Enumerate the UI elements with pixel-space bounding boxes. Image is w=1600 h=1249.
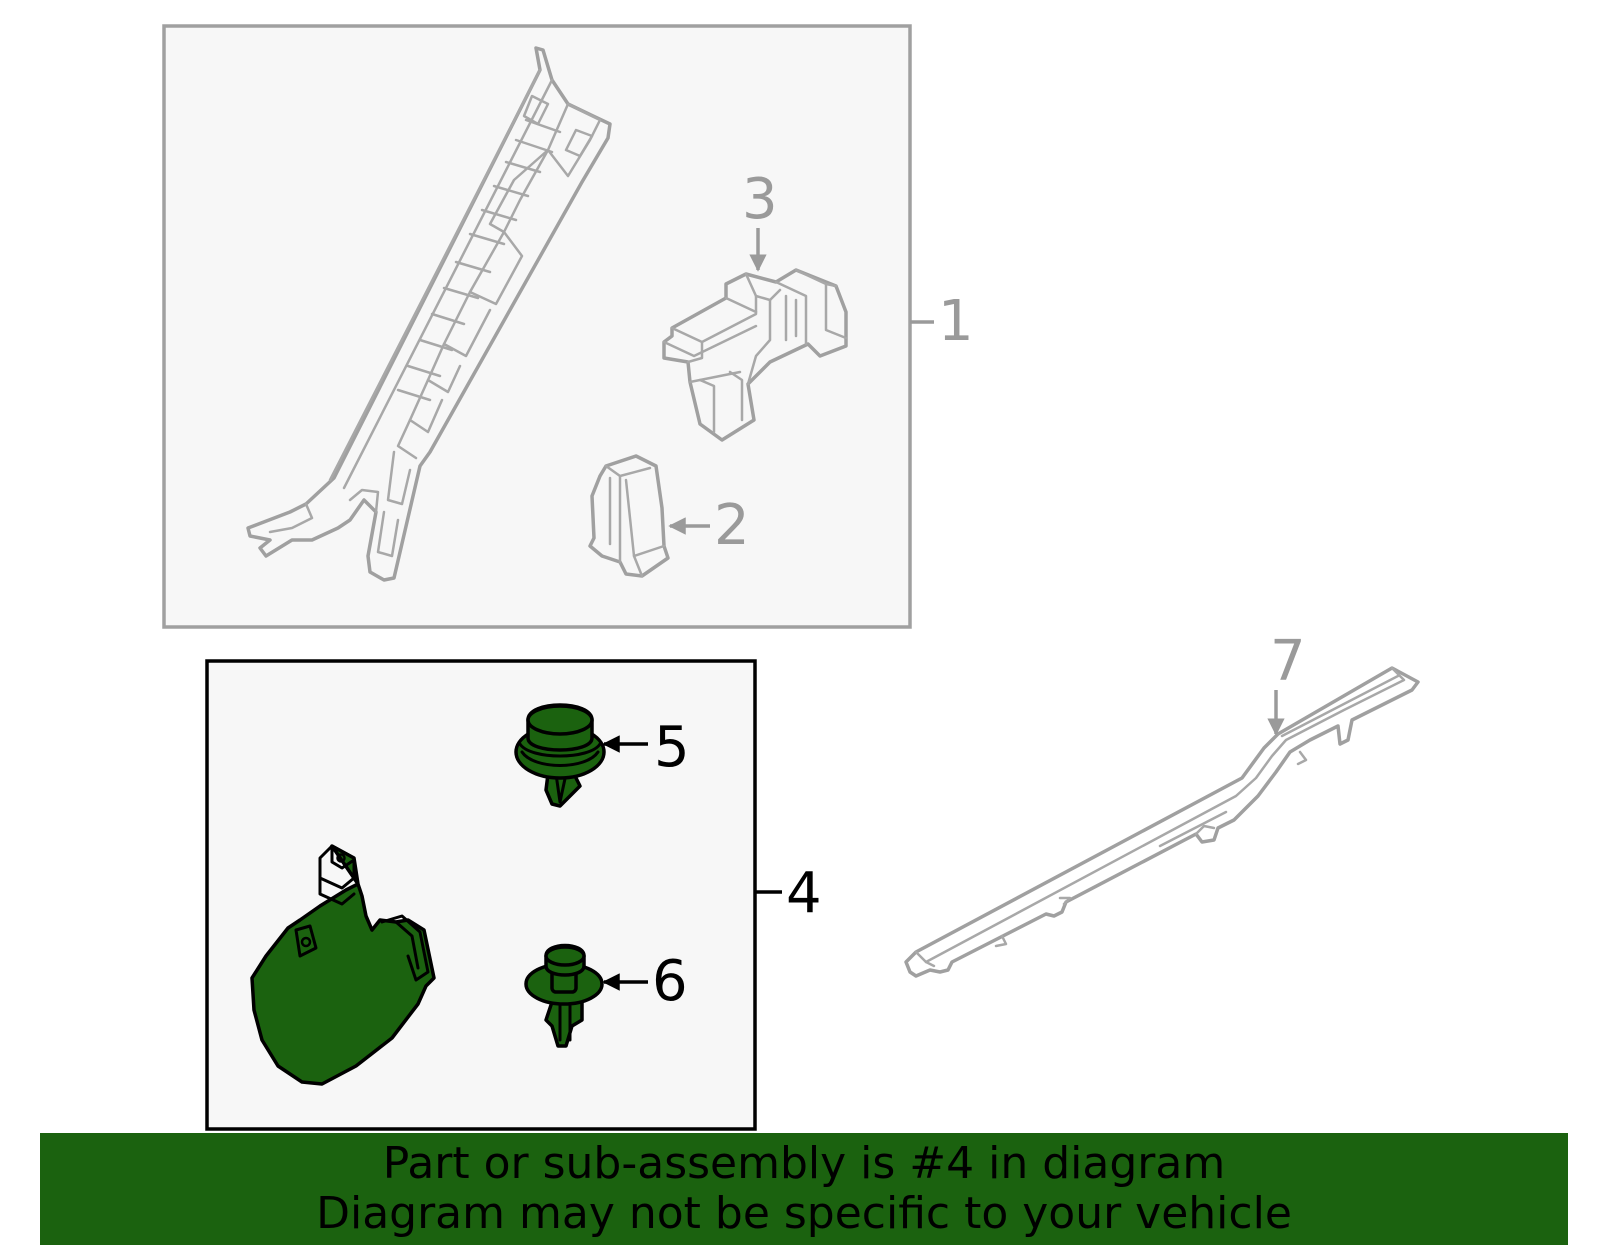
callout-5: 5 <box>654 715 690 780</box>
part-7-sill-plate[interactable]: 7 <box>904 629 1420 978</box>
callout-1: 1 <box>938 289 974 354</box>
banner-line-1: Part or sub-assembly is #4 in diagram <box>382 1138 1226 1189</box>
trim-cover-part[interactable] <box>250 844 436 1086</box>
callout-6: 6 <box>652 949 688 1014</box>
pillar-trim-part[interactable] <box>246 46 612 582</box>
info-banner: Part or sub-assembly is #4 in diagram Di… <box>40 1133 1568 1245</box>
clip-6-part[interactable] <box>524 943 604 1048</box>
callout-7: 7 <box>1270 629 1306 694</box>
banner-line-2: Diagram may not be specific to your vehi… <box>316 1188 1292 1239</box>
callout-4: 4 <box>786 861 822 926</box>
part-3-bracket[interactable] <box>662 268 848 442</box>
assembly-1-group[interactable]: 3 2 1 <box>162 24 974 629</box>
part-2-cover[interactable] <box>588 454 670 578</box>
clip-5-part[interactable] <box>514 703 606 808</box>
callout-3: 3 <box>742 167 778 232</box>
assembly-4-group[interactable]: 5 6 4 <box>205 659 822 1131</box>
assembly-1-panel <box>162 24 912 629</box>
callout-2: 2 <box>714 493 750 558</box>
